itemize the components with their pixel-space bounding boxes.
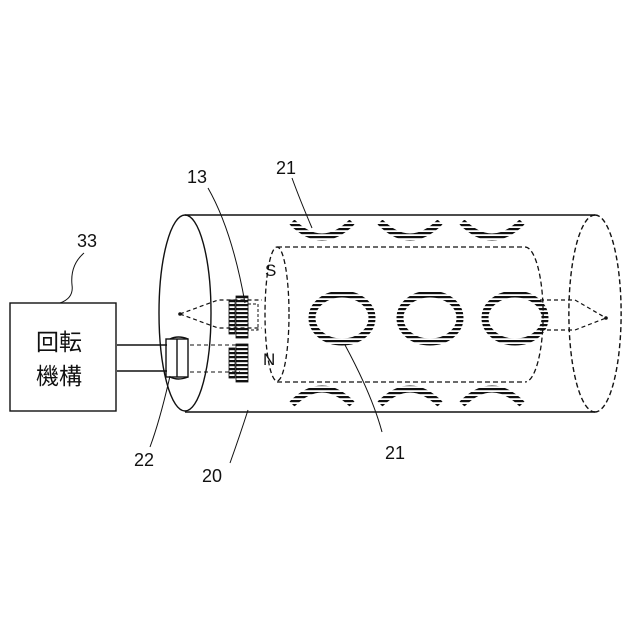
inner-cylinder: [265, 247, 543, 382]
leader-33: [60, 253, 84, 303]
label-21-bottom: 21: [385, 443, 405, 463]
right-shaft-cone: [540, 300, 608, 330]
windows-21-top: [292, 222, 522, 237]
window-ring: [485, 294, 545, 342]
magnet-13: [229, 296, 258, 382]
drive-shaft: [117, 345, 167, 371]
label-20: 20: [202, 466, 222, 486]
outer-cylinder-left-end: [159, 215, 211, 411]
label-22: 22: [134, 450, 154, 470]
leader-22: [150, 376, 170, 447]
windows-21-inner: [312, 294, 545, 342]
coupling-22: [166, 337, 188, 379]
window-ring: [400, 294, 460, 342]
rotation-mechanism-box: [10, 303, 116, 411]
leader-20: [230, 410, 248, 463]
leader-13: [208, 188, 245, 303]
leader-21-bottom: [345, 345, 382, 432]
label-n: N: [263, 350, 275, 369]
window-ring: [312, 294, 372, 342]
label-13: 13: [187, 167, 207, 187]
label-s: S: [265, 261, 276, 280]
label-21-top: 21: [276, 158, 296, 178]
outer-cylinder-right-end-front: [595, 215, 621, 412]
outer-cylinder-right-end-back: [569, 215, 595, 412]
box-text-line2: 機構: [36, 364, 82, 390]
label-33: 33: [77, 231, 97, 251]
box-text-line1: 回転: [36, 330, 82, 356]
windows-21-bottom: [292, 389, 522, 404]
